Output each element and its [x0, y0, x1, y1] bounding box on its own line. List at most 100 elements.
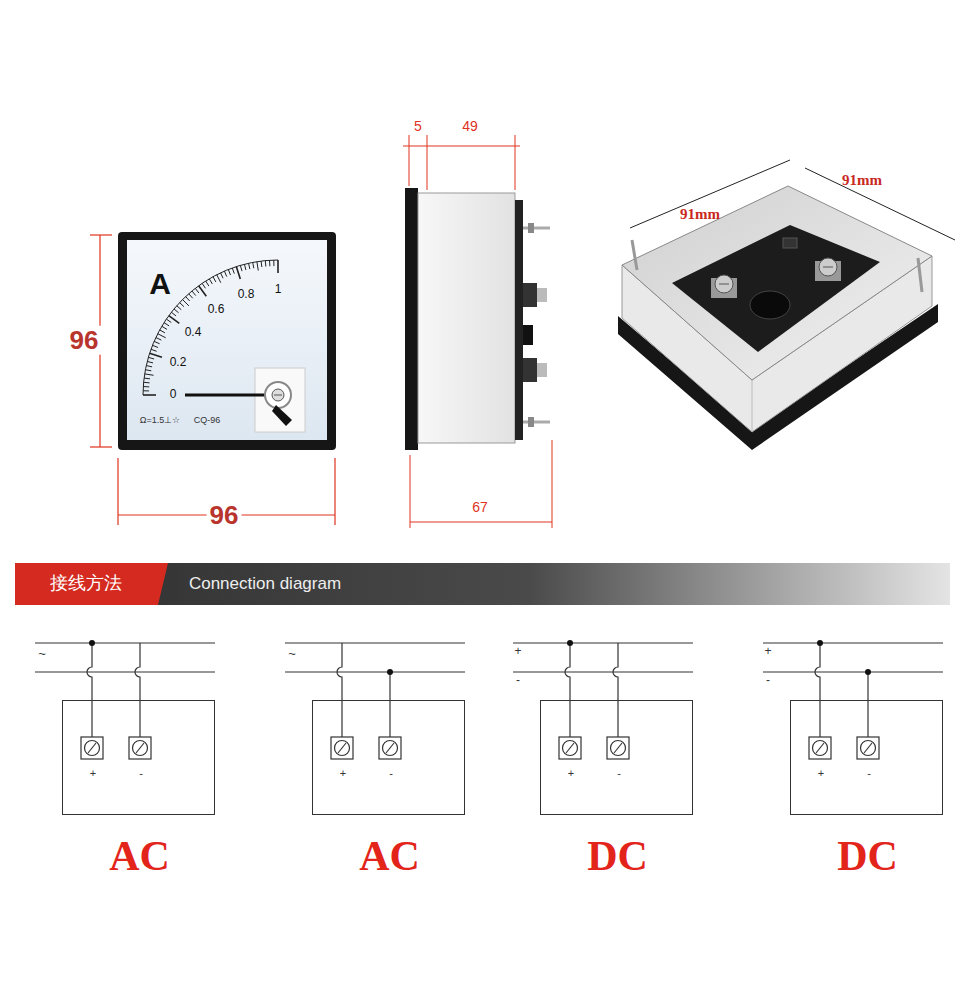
scale-tick: [232, 268, 234, 274]
pivot-screw: [272, 389, 284, 401]
scale-tick: [143, 394, 156, 396]
scale-tick: [221, 273, 224, 278]
meter-face: [127, 240, 327, 440]
terminal-screw: [715, 275, 733, 293]
screw-slot: [136, 743, 144, 753]
dimension-line: [410, 522, 552, 523]
terminal-sign: +: [818, 767, 824, 779]
terminal-screw: [611, 741, 626, 756]
section-title: 接线方法: [50, 574, 122, 594]
scale-tick: [158, 334, 166, 338]
scale-tick: [195, 288, 199, 293]
bus-line: [513, 671, 693, 672]
terminal-sign: +: [568, 767, 574, 779]
terminal-sign: +: [90, 767, 96, 779]
dimension-tick: [409, 135, 410, 186]
side-body: [418, 193, 515, 443]
junction-dot: [89, 640, 95, 646]
scale-tick: [154, 341, 160, 343]
side-bezel: [405, 188, 418, 450]
bus-line: [35, 642, 215, 643]
terminal-symbol: [129, 737, 151, 759]
terminal-symbol: [559, 737, 581, 759]
scale-number: 0.2: [170, 356, 187, 369]
scale-tick: [148, 357, 154, 359]
dimension-line: [805, 168, 955, 240]
dimension-line: [403, 146, 520, 147]
unit-symbol: A: [149, 267, 171, 300]
terminal-plate: [672, 225, 880, 352]
terminal-screw: [537, 363, 547, 377]
section-title: Connection diagram: [189, 575, 341, 594]
terminal-screw: [85, 741, 100, 756]
section-tab: [15, 563, 168, 605]
dimension-value: 96: [67, 326, 102, 355]
screw-slot: [864, 743, 872, 753]
scale-tick: [183, 300, 189, 306]
side-backplate: [515, 200, 523, 440]
dimension-tick: [334, 458, 335, 525]
section-band: [15, 563, 950, 605]
screw-slot: [338, 743, 346, 753]
scale-tick: [224, 271, 226, 277]
current-type: AC: [359, 833, 420, 879]
meter-box: +-AC: [312, 700, 465, 815]
rear-face: [622, 186, 932, 380]
scale-tick: [277, 260, 279, 273]
meter-box: +-DC: [790, 700, 943, 815]
scale-tick: [209, 279, 212, 284]
scale-arc: [143, 260, 278, 395]
terminal-symbol: [379, 737, 401, 759]
dimension-value: 91mm: [680, 206, 720, 223]
terminal-screw: [813, 741, 828, 756]
scale-tick: [166, 319, 171, 322]
scale-tick: [192, 291, 196, 296]
scale-tick: [244, 264, 245, 270]
scale-tick: [143, 390, 149, 391]
scale-tick: [261, 261, 263, 267]
terminal-block: [523, 358, 537, 382]
rear-plug: [750, 291, 790, 319]
scale-tick: [228, 269, 230, 275]
bus-line: [35, 671, 215, 672]
current-type: DC: [587, 833, 648, 879]
dimension-tick: [90, 446, 112, 447]
dimension-value: 96: [207, 501, 242, 530]
model-number: CQ-96: [194, 416, 221, 426]
dimension-value: 67: [472, 500, 488, 515]
terminal-block: [523, 283, 537, 307]
scale-number: 1: [275, 283, 282, 296]
terminal-screw: [819, 258, 837, 276]
junction-dot: [817, 640, 823, 646]
screw-slot: [274, 395, 282, 396]
scale-tick: [144, 378, 150, 380]
dimension-tick: [117, 458, 118, 525]
scale-tick: [253, 262, 254, 268]
stud-nut: [528, 417, 534, 427]
scale-tick: [177, 306, 182, 310]
terminal-sign: +: [340, 767, 346, 779]
terminal-sign: -: [139, 767, 143, 779]
mount-stud: [918, 258, 922, 292]
wire: [389, 672, 390, 737]
dimension-tick: [427, 135, 428, 190]
bus-line: [763, 642, 943, 643]
scale-tick: [152, 345, 158, 347]
scale-tick: [189, 294, 193, 299]
scale-tick: [151, 349, 157, 351]
dimension-tick: [410, 455, 411, 528]
supply-symbol: ~: [38, 647, 46, 661]
terminal-screw: [335, 741, 350, 756]
scale-tick: [273, 260, 274, 266]
scale-tick: [164, 323, 169, 326]
scale-tick: [174, 309, 179, 313]
bus-line: [763, 671, 943, 672]
wall-edge: [752, 380, 753, 432]
terminal-sign: -: [617, 767, 621, 779]
polarity-sign: -: [516, 674, 520, 687]
scale-number: 0.8: [238, 288, 255, 301]
pivot-knob: [265, 382, 291, 408]
scale-tick: [146, 366, 152, 367]
current-type: AC: [109, 833, 170, 879]
wire: [337, 643, 342, 737]
